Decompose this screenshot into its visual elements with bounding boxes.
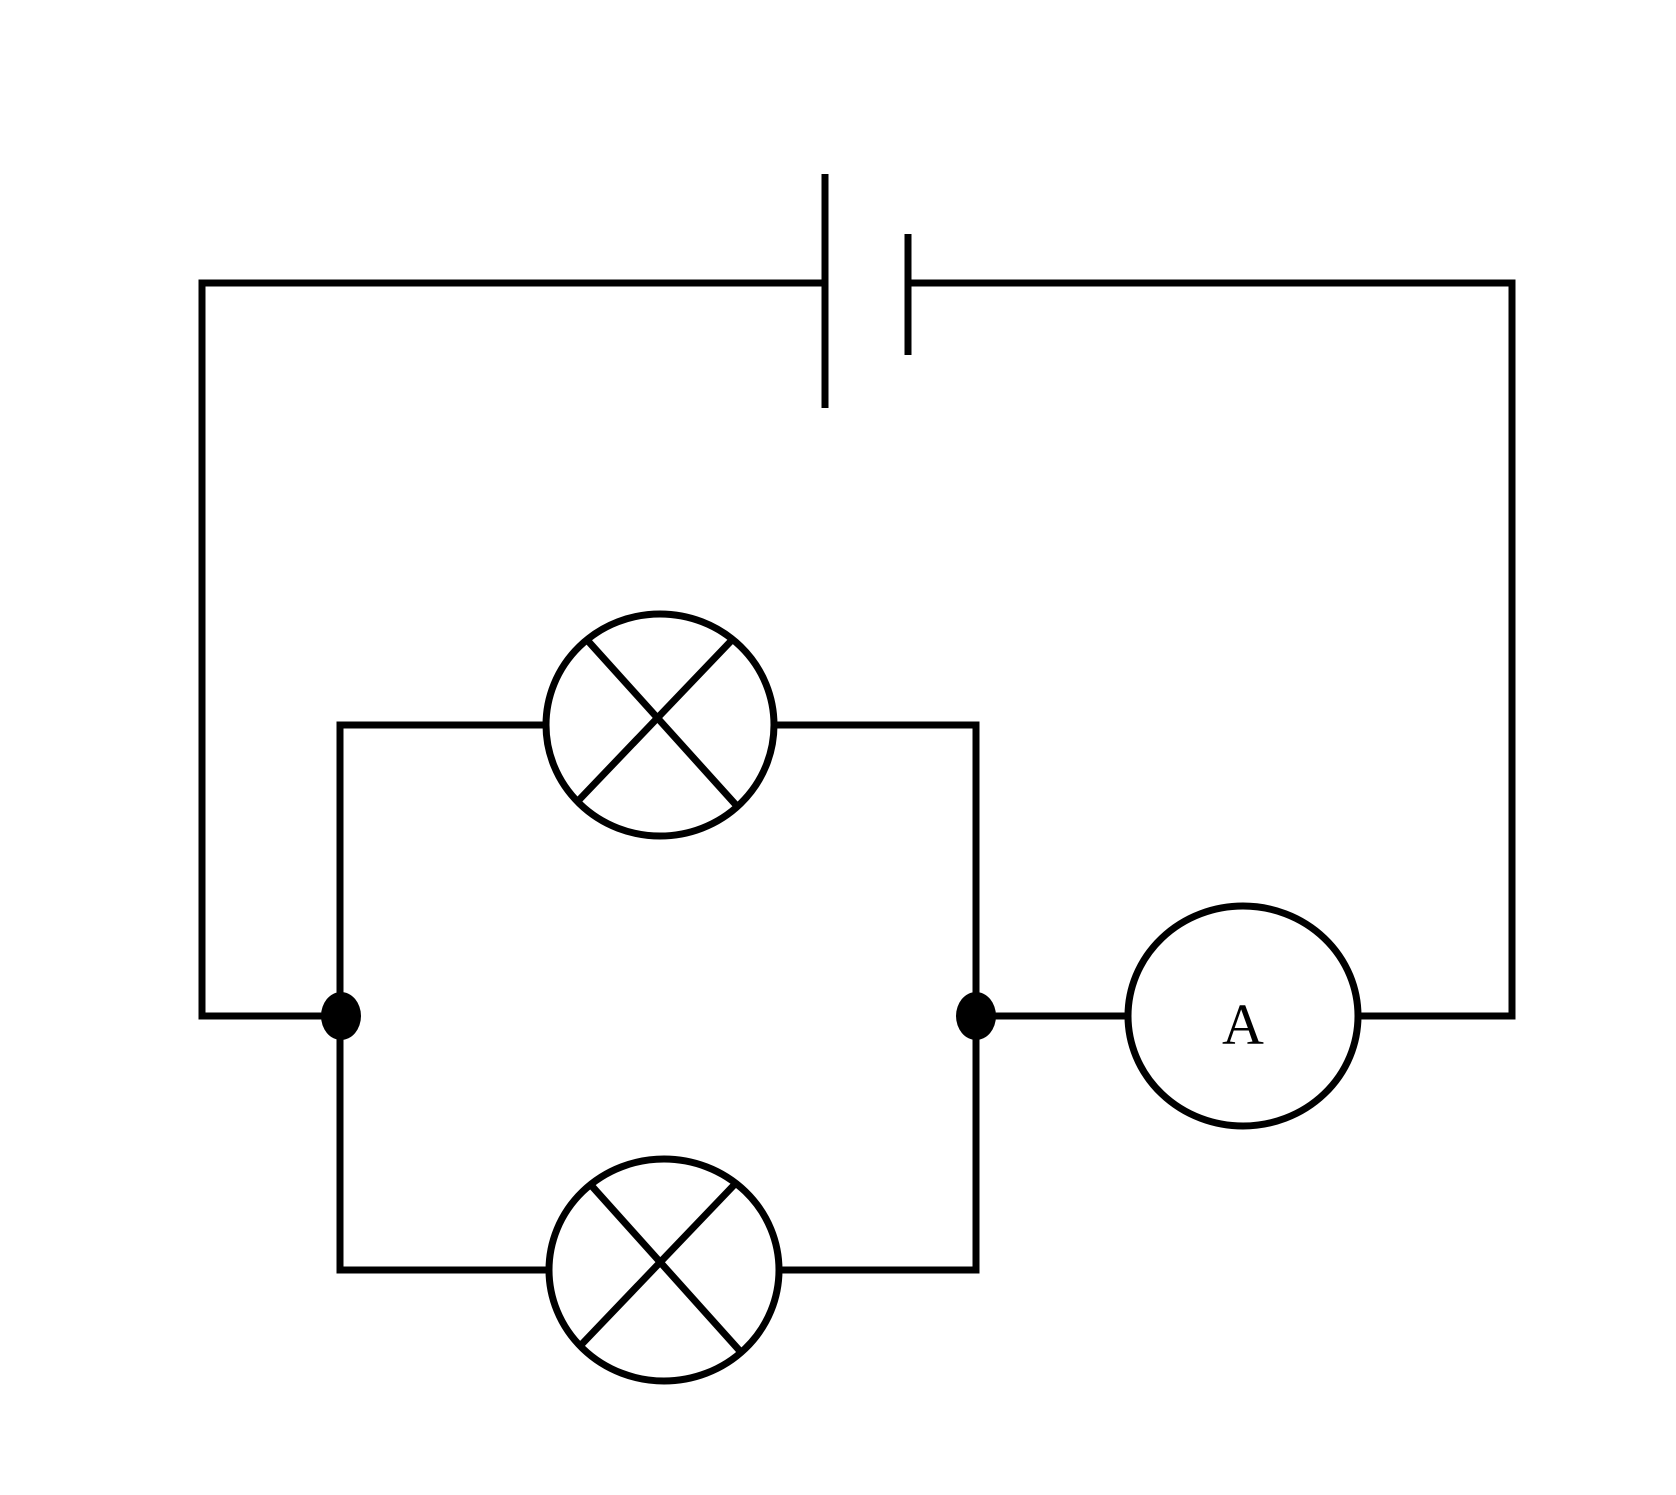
wire-lower-branch-left <box>336 1016 549 1274</box>
ammeter-icon: A <box>1124 902 1362 1130</box>
wire-top-left <box>198 279 825 1020</box>
junction-dot-icon <box>956 992 996 1040</box>
wire-top-right <box>908 279 1516 1020</box>
upper-lamp-cross-b <box>575 638 734 804</box>
ammeter-label: A <box>1222 992 1264 1057</box>
lower-lamp-circle <box>545 1155 783 1385</box>
lamp-icon <box>542 610 778 840</box>
upper-lamp-cross-a <box>585 638 739 808</box>
lamp-icon <box>545 1155 783 1385</box>
lower-lamp-cross-b <box>578 1181 738 1348</box>
upper-lamp-circle <box>542 610 778 840</box>
junction-dot-icon <box>321 992 361 1040</box>
battery-cell-icon <box>821 174 912 408</box>
wire-upper-branch-right <box>774 721 980 1016</box>
lower-lamp-cross-a <box>587 1181 742 1353</box>
wire-lower-branch-right <box>779 1016 980 1274</box>
ammeter-circle <box>1124 902 1362 1130</box>
wire-upper-branch-left <box>336 721 546 1016</box>
